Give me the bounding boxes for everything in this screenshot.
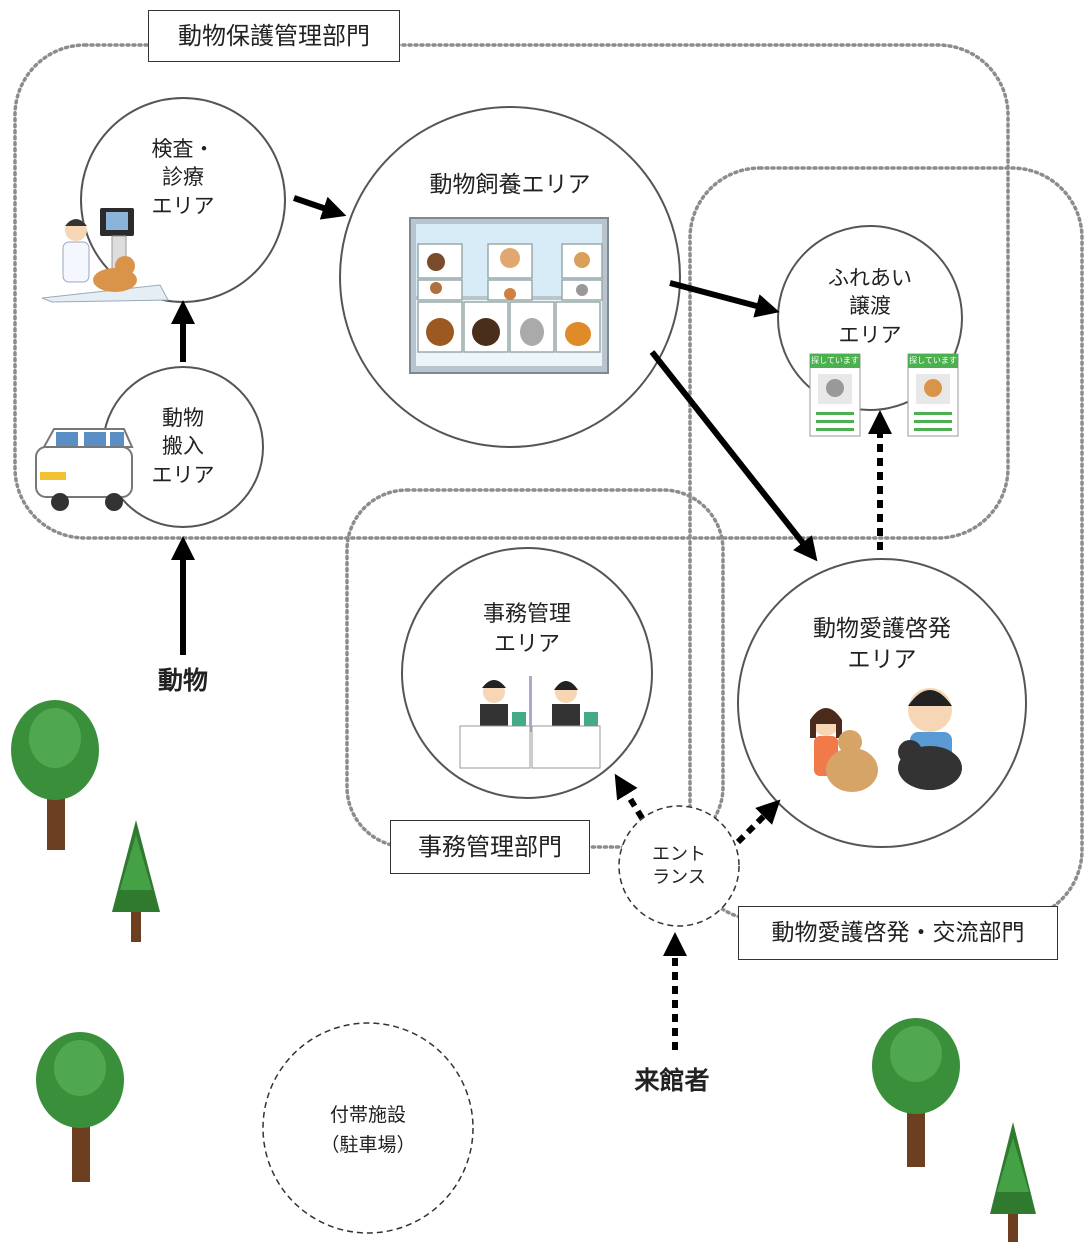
tree-conifer-1 <box>112 820 160 942</box>
office-area-label: 事務管理 エリア <box>482 602 571 657</box>
dept-label-protection: 動物保護管理部門 <box>148 10 400 62</box>
arrow-entrance-to-office <box>614 773 645 820</box>
poster-header-2: 探しています <box>909 356 957 365</box>
tree-conifer-2 <box>990 1122 1036 1242</box>
animals-flow-label: 動物 <box>157 666 208 695</box>
tree-round-3 <box>872 1018 960 1167</box>
poster-header-1: 探しています <box>811 356 859 365</box>
tree-round-2 <box>36 1032 124 1182</box>
dept-region-protection <box>13 43 1010 540</box>
adoption-area-label: ふれあい 譲渡 エリア <box>828 266 912 347</box>
arrow-housing-to-adoption <box>669 280 780 318</box>
entrance-circle <box>618 805 740 927</box>
arrow-entrance-to-education <box>735 799 781 845</box>
adoption-posters-illustration <box>809 353 959 437</box>
housing-area-label: 動物飼養エリア <box>429 172 591 198</box>
office-workers-illustration <box>459 676 601 769</box>
doctor-exam-illustration <box>41 208 169 303</box>
kennel-illustration <box>409 217 609 374</box>
dept-label-office: 事務管理部門 <box>390 820 590 874</box>
education-area-circle <box>737 558 1027 848</box>
tree-round-1 <box>11 700 99 850</box>
exam-area-label: 検査・ 診療 エリア <box>151 137 215 218</box>
van-illustration <box>35 428 134 511</box>
arrow-housing-to-education <box>649 350 818 562</box>
facility-label: 付帯施設 （駐車場） <box>320 1104 416 1157</box>
dept-label-education: 動物愛護啓発・交流部門 <box>738 906 1058 960</box>
facility-circle <box>262 1022 474 1234</box>
children-pets-illustration <box>810 688 962 792</box>
visitors-flow-label: 来館者 <box>634 1066 710 1095</box>
education-area-label: 動物愛護啓発 エリア <box>813 616 951 674</box>
intake-area-label: 動物 搬入 エリア <box>151 406 215 487</box>
arrow-exam-to-housing <box>293 195 347 220</box>
entrance-label: エント ランス <box>652 844 706 889</box>
